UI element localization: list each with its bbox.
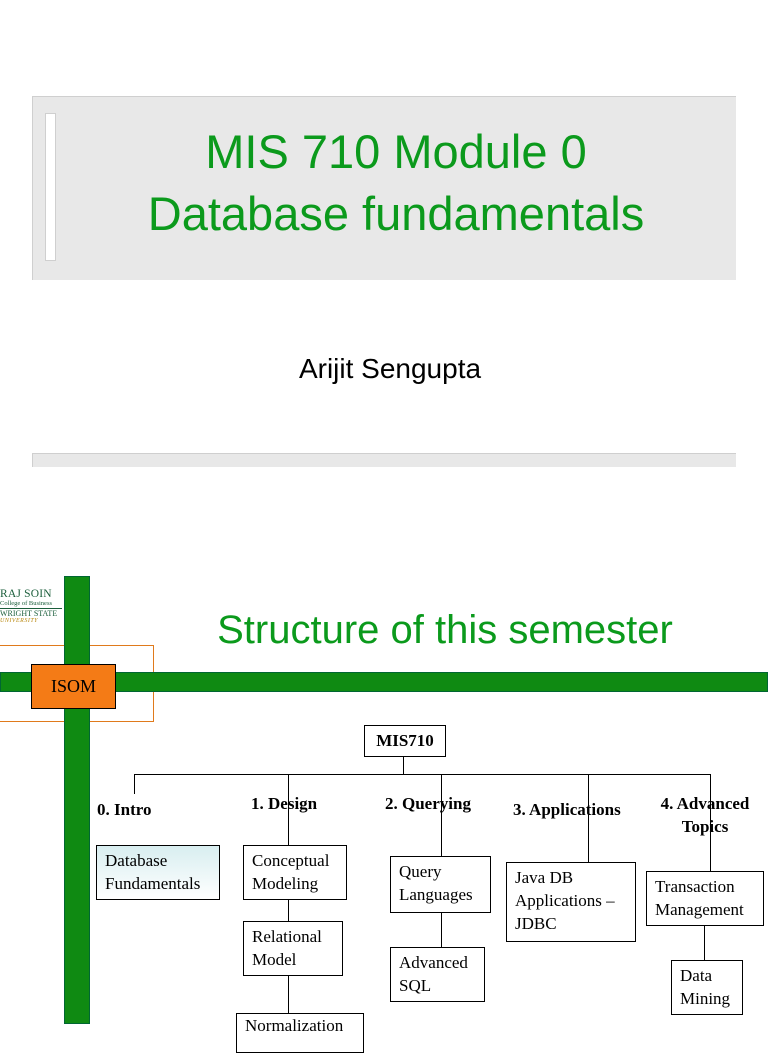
heading-advanced-topics: 4. Advanced Topics — [660, 794, 750, 836]
box-query-languages: Query Languages — [390, 856, 491, 913]
author-name: Arijit Sengupta — [298, 353, 482, 384]
logo-line2: College of Business — [0, 600, 52, 607]
slide-title-semester: Structure of this semester — [217, 608, 673, 652]
connector-line — [403, 756, 404, 774]
heading-intro: 0. Intro — [97, 800, 152, 819]
logo-line1: RAJ SOIN — [0, 588, 52, 600]
org-root-mis710: MIS710 — [364, 725, 446, 757]
connector-line — [588, 774, 589, 862]
logo-line4: UNIVERSITY — [0, 618, 38, 624]
connector-line — [704, 926, 705, 960]
slide-title-line2: Database fundamentals — [147, 187, 645, 240]
connector-line — [134, 774, 135, 794]
connector-line — [710, 774, 711, 872]
box-relational-model: Relational Model — [243, 921, 343, 976]
slide-title-line1: MIS 710 Module 0 — [205, 125, 587, 178]
logo-line3: WRIGHT STATE — [0, 608, 62, 618]
heading-querying: 2. Querying — [385, 794, 471, 813]
box-advanced-sql: Advanced SQL — [390, 947, 485, 1002]
heading-design: 1. Design — [251, 794, 318, 813]
connector-line — [288, 774, 289, 846]
title-accent-bar — [45, 113, 56, 261]
isom-badge: ISOM — [31, 664, 116, 709]
box-database-fundamentals: Database Fundamentals — [96, 845, 220, 900]
box-java-db-applications: Java DB Applications – JDBC — [506, 862, 636, 942]
box-transaction-management: Transaction Management — [646, 871, 764, 926]
college-logo: RAJ SOIN College of Business WRIGHT STAT… — [0, 588, 62, 625]
connector-line — [288, 900, 289, 921]
connector-line — [441, 774, 442, 856]
box-data-mining: Data Mining — [671, 960, 743, 1015]
connector-line — [134, 774, 711, 775]
connector-line — [288, 976, 289, 1014]
green-vertical-bar — [64, 576, 90, 1024]
box-normalization: Normalization — [236, 1013, 364, 1053]
connector-line — [441, 913, 442, 947]
box-conceptual-modeling: Conceptual Modeling — [243, 845, 347, 900]
title-band — [32, 96, 736, 280]
footer-band — [32, 453, 736, 467]
heading-applications: 3. Applications — [513, 800, 621, 819]
